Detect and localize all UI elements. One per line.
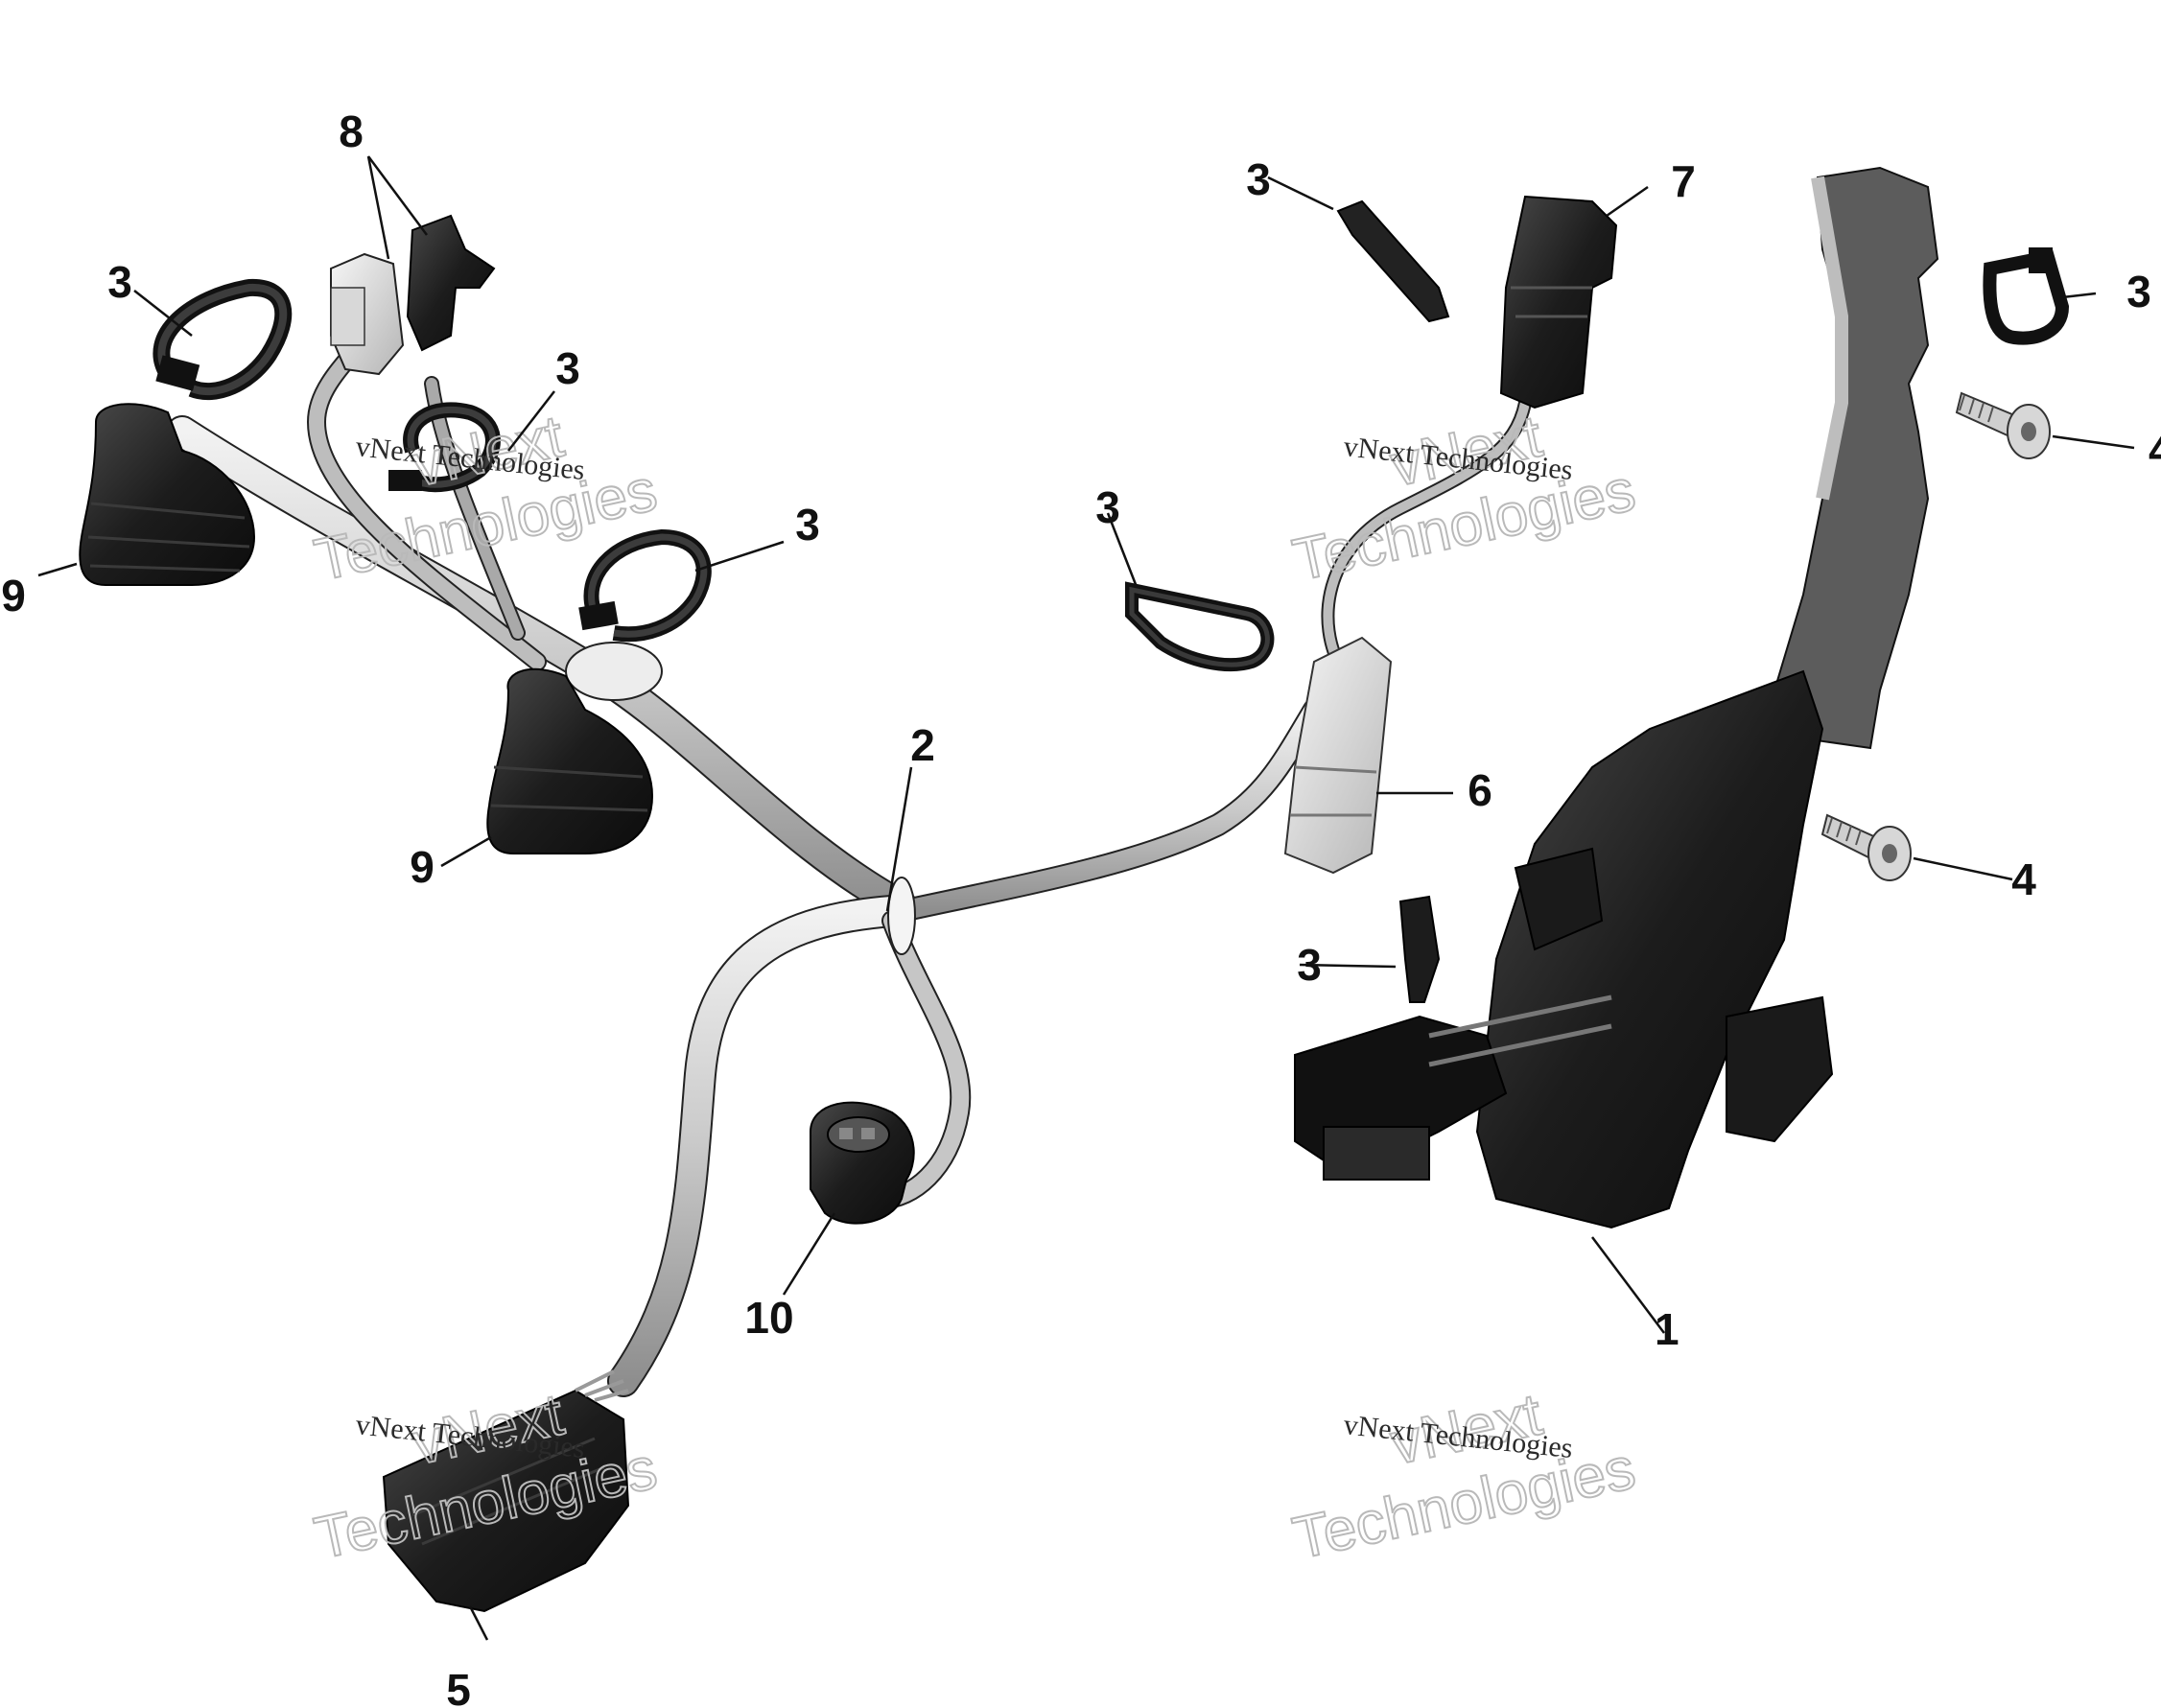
callout-6: 6 — [1468, 765, 1492, 815]
screw-lower — [1820, 813, 1912, 881]
callout-labels: 1 2 3 3 3 3 3 3 3 4 4 5 6 7 8 9 9 10 — [1, 106, 2161, 1708]
sensor-assembly — [330, 214, 496, 376]
rubber-boot-upper — [79, 403, 256, 586]
callout-9: 9 — [410, 842, 435, 892]
watermark-2: vNext Technologies — [1286, 403, 1641, 596]
callout-7: 7 — [1671, 156, 1696, 206]
callout-4: 4 — [2011, 854, 2036, 904]
wiring-harness — [166, 307, 1532, 1397]
cable-tie-5 — [1336, 199, 1450, 323]
callout-9: 9 — [1, 571, 26, 620]
callout-3: 3 — [555, 343, 580, 393]
leader-lines — [37, 155, 2135, 1641]
callout-3: 3 — [1297, 940, 1322, 990]
mounting-bracket — [1294, 166, 1939, 1229]
cable-tie-7 — [1398, 895, 1441, 1003]
callout-3: 3 — [1246, 154, 1271, 204]
callout-8: 8 — [339, 106, 364, 156]
cable-tie-6 — [1983, 247, 2070, 345]
callout-3: 3 — [2126, 267, 2151, 316]
callout-2: 2 — [910, 720, 935, 770]
callout-3: 3 — [795, 500, 820, 550]
cable-tie-2 — [388, 402, 501, 493]
callout-3: 3 — [1095, 482, 1120, 532]
connector-upper — [1499, 195, 1618, 409]
connector-round — [810, 1101, 915, 1225]
connector-middle — [1283, 636, 1393, 875]
screw-upper — [1955, 391, 2051, 459]
callout-4: 4 — [2149, 425, 2161, 475]
cable-tie-3 — [578, 528, 712, 643]
callout-3: 3 — [107, 257, 132, 307]
cable-tie-1 — [153, 278, 293, 401]
rubber-boot-lower — [486, 667, 654, 854]
callout-10: 10 — [744, 1293, 793, 1343]
callout-5: 5 — [446, 1665, 471, 1708]
connector-lower — [382, 1369, 630, 1613]
callout-1: 1 — [1655, 1304, 1679, 1354]
watermark-4: vNext Technologies — [1286, 1381, 1641, 1574]
cable-tie-4 — [1125, 581, 1275, 672]
